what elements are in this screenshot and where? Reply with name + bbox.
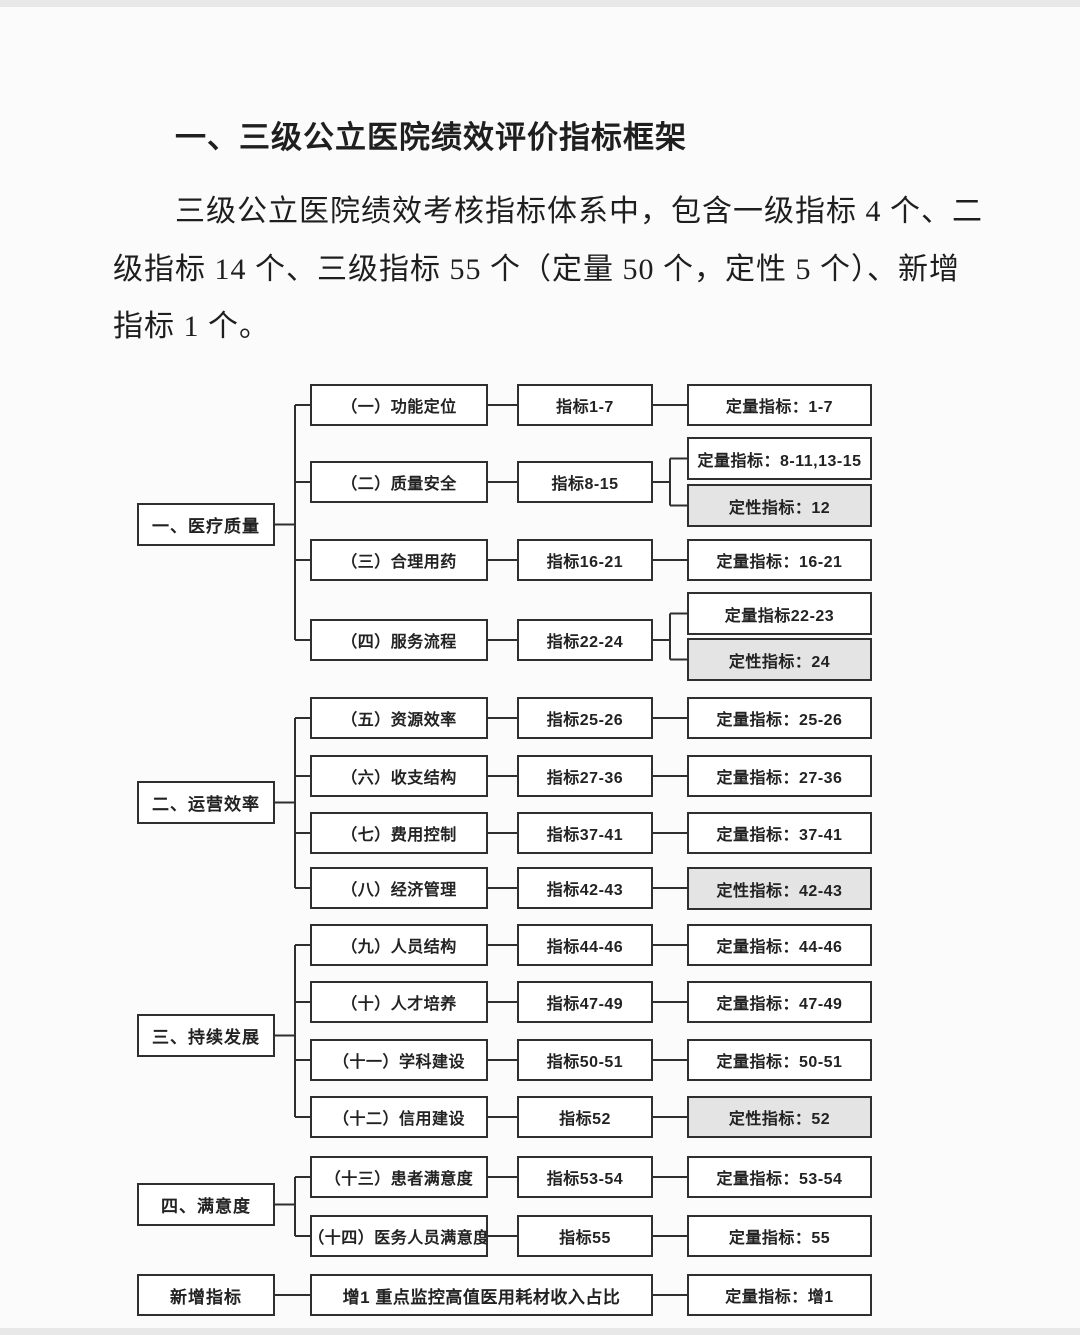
level2-box-row5: （五）资源效率 (310, 697, 488, 739)
new-indicator-description-box: 增1 重点监控高值医用耗材收入占比 (310, 1274, 653, 1316)
level2-box-row2: （二）质量安全 (310, 461, 488, 503)
level1-box-new-indicator: 新增指标 (137, 1274, 275, 1316)
level3-box-row12: 指标52 (517, 1096, 653, 1138)
level2-box-row3: （三）合理用药 (310, 539, 488, 581)
level2-box-row4: （四）服务流程 (310, 619, 488, 661)
level4-box-row4-qualitative: 定性指标：24 (687, 638, 872, 681)
scan-edge-top (0, 0, 1080, 7)
level3-box-row11: 指标50-51 (517, 1039, 653, 1081)
level4-box-row4-quantitative: 定量指标22-23 (687, 592, 872, 635)
level1-box-sustainable-development: 三、持续发展 (137, 1014, 275, 1057)
level4-box-row12-qualitative: 定性指标：52 (687, 1096, 872, 1138)
level2-box-row11: （十一）学科建设 (310, 1039, 488, 1081)
level2-box-row9: （九）人员结构 (310, 924, 488, 966)
level3-box-row5: 指标25-26 (517, 697, 653, 739)
level4-box-row13-quantitative: 定量指标：53-54 (687, 1156, 872, 1198)
level4-box-row11-quantitative: 定量指标：50-51 (687, 1039, 872, 1081)
level2-box-row10: （十）人才培养 (310, 981, 488, 1023)
level4-box-row1-quantitative: 定量指标：1-7 (687, 384, 872, 426)
level4-box-row7-quantitative: 定量指标：37-41 (687, 812, 872, 854)
level2-box-row1: （一）功能定位 (310, 384, 488, 426)
level4-box-row8-qualitative: 定性指标：42-43 (687, 867, 872, 910)
level3-box-row7: 指标37-41 (517, 812, 653, 854)
intro-paragraph-line-1: 三级公立医院绩效考核指标体系中，包含一级指标 4 个、二 (175, 195, 983, 228)
level4-box-row9-quantitative: 定量指标：44-46 (687, 924, 872, 966)
level3-box-row10: 指标47-49 (517, 981, 653, 1023)
level4-box-new-indicator-quantitative: 定量指标：增1 (687, 1274, 872, 1316)
level4-box-row2-qualitative: 定性指标：12 (687, 484, 872, 527)
level2-box-row14: （十四）医务人员满意度 (310, 1215, 488, 1257)
level4-box-row2-quantitative: 定量指标：8-11,13-15 (687, 437, 872, 480)
level2-box-row6: （六）收支结构 (310, 755, 488, 797)
level3-box-row2: 指标8-15 (517, 461, 653, 503)
level3-box-row4: 指标22-24 (517, 619, 653, 661)
level4-box-row5-quantitative: 定量指标：25-26 (687, 697, 872, 739)
page-title: 一、三级公立医院绩效评价指标框架 (175, 120, 687, 155)
level1-box-operation-efficiency: 二、运营效率 (137, 781, 275, 824)
level4-box-row3-quantitative: 定量指标：16-21 (687, 539, 872, 581)
level3-box-row14: 指标55 (517, 1215, 653, 1257)
level2-box-row7: （七）费用控制 (310, 812, 488, 854)
level2-box-row13: （十三）患者满意度 (310, 1156, 488, 1198)
level3-box-row9: 指标44-46 (517, 924, 653, 966)
level2-box-row12: （十二）信用建设 (310, 1096, 488, 1138)
level1-box-satisfaction: 四、满意度 (137, 1183, 275, 1226)
level3-box-row8: 指标42-43 (517, 867, 653, 909)
level3-box-row6: 指标27-36 (517, 755, 653, 797)
level1-box-medical-quality: 一、医疗质量 (137, 503, 275, 546)
level4-box-row10-quantitative: 定量指标：47-49 (687, 981, 872, 1023)
intro-paragraph-line-2: 级指标 14 个、三级指标 55 个（定量 50 个，定性 5 个）、新增 (113, 253, 960, 286)
level4-box-row14-quantitative: 定量指标：55 (687, 1215, 872, 1257)
level4-box-row6-quantitative: 定量指标：27-36 (687, 755, 872, 797)
intro-paragraph-line-3: 指标 1 个。 (113, 310, 270, 343)
level2-box-row8: （八）经济管理 (310, 867, 488, 909)
scan-edge-bottom (0, 1328, 1080, 1335)
level3-box-row3: 指标16-21 (517, 539, 653, 581)
level3-box-row1: 指标1-7 (517, 384, 653, 426)
level3-box-row13: 指标53-54 (517, 1156, 653, 1198)
